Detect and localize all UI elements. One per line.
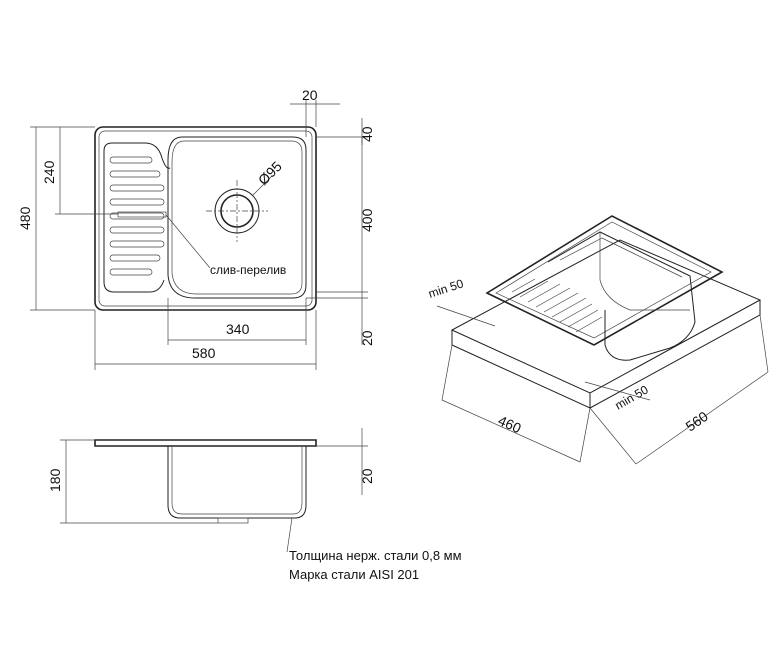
side-bowl: [167, 446, 307, 519]
dimension-line-min50-left: [436, 305, 496, 327]
dimension-20-bottom: 20: [359, 330, 375, 346]
dimension-580: 580: [192, 345, 216, 361]
dimension-340: 340: [226, 321, 250, 337]
dimension-560: 560: [683, 408, 711, 435]
iso-bowl: [547, 231, 696, 361]
iso-drainboard-ribs: [511, 278, 603, 333]
dimension-40: 40: [359, 126, 375, 142]
iso-sink-rim: [485, 215, 724, 346]
dimension-line-460: [441, 399, 581, 463]
drain-diameter-label: Ø95: [255, 158, 285, 188]
dimension-400: 400: [359, 208, 375, 232]
note-steel-grade: Марка стали AISI 201: [289, 567, 419, 582]
dimension-20-top: 20: [302, 87, 318, 103]
top-view: Ø95 слив-перелив 580 340 480 240 20 40: [17, 87, 375, 370]
countertop-front-face: [451, 330, 591, 409]
dimension-240: 240: [41, 160, 57, 184]
note-leader-line: [286, 517, 293, 553]
dimension-460: 460: [496, 412, 524, 436]
countertop-top-face: [450, 239, 762, 394]
overflow-slot: [117, 211, 167, 218]
dimension-min50-right: min 50: [613, 382, 651, 412]
bowl-inner-outline: [171, 140, 303, 295]
drain-icon: [206, 180, 268, 242]
note-thickness: Толщина нерж. стали 0,8 мм: [289, 548, 462, 563]
drainboard-ribs: [109, 156, 165, 276]
overflow-label: слив-перелив: [210, 263, 286, 277]
dimension-line-min50-right: [584, 381, 651, 401]
dimension-20-side: 20: [359, 468, 375, 484]
countertop-side-face: [589, 300, 761, 409]
side-drain-outlet: [217, 517, 249, 524]
drainboard-outline: [103, 142, 171, 293]
side-view: 180 20 Толщина нерж. стали 0,8 мм Марка …: [47, 428, 462, 582]
sink-inner-rim: [98, 130, 313, 307]
dimension-line-560: [635, 371, 769, 465]
drain-leader-line: [251, 175, 273, 197]
dimension-min50-left: min 50: [427, 276, 466, 301]
iso-view: min 50 min 50 460 560: [427, 215, 769, 465]
bowl-outline: [167, 136, 307, 299]
side-rim: [94, 439, 317, 447]
dimension-480: 480: [17, 206, 33, 230]
overflow-leader-line: [165, 214, 211, 269]
dimension-180: 180: [47, 468, 63, 492]
sink-outer-rim: [94, 126, 317, 311]
